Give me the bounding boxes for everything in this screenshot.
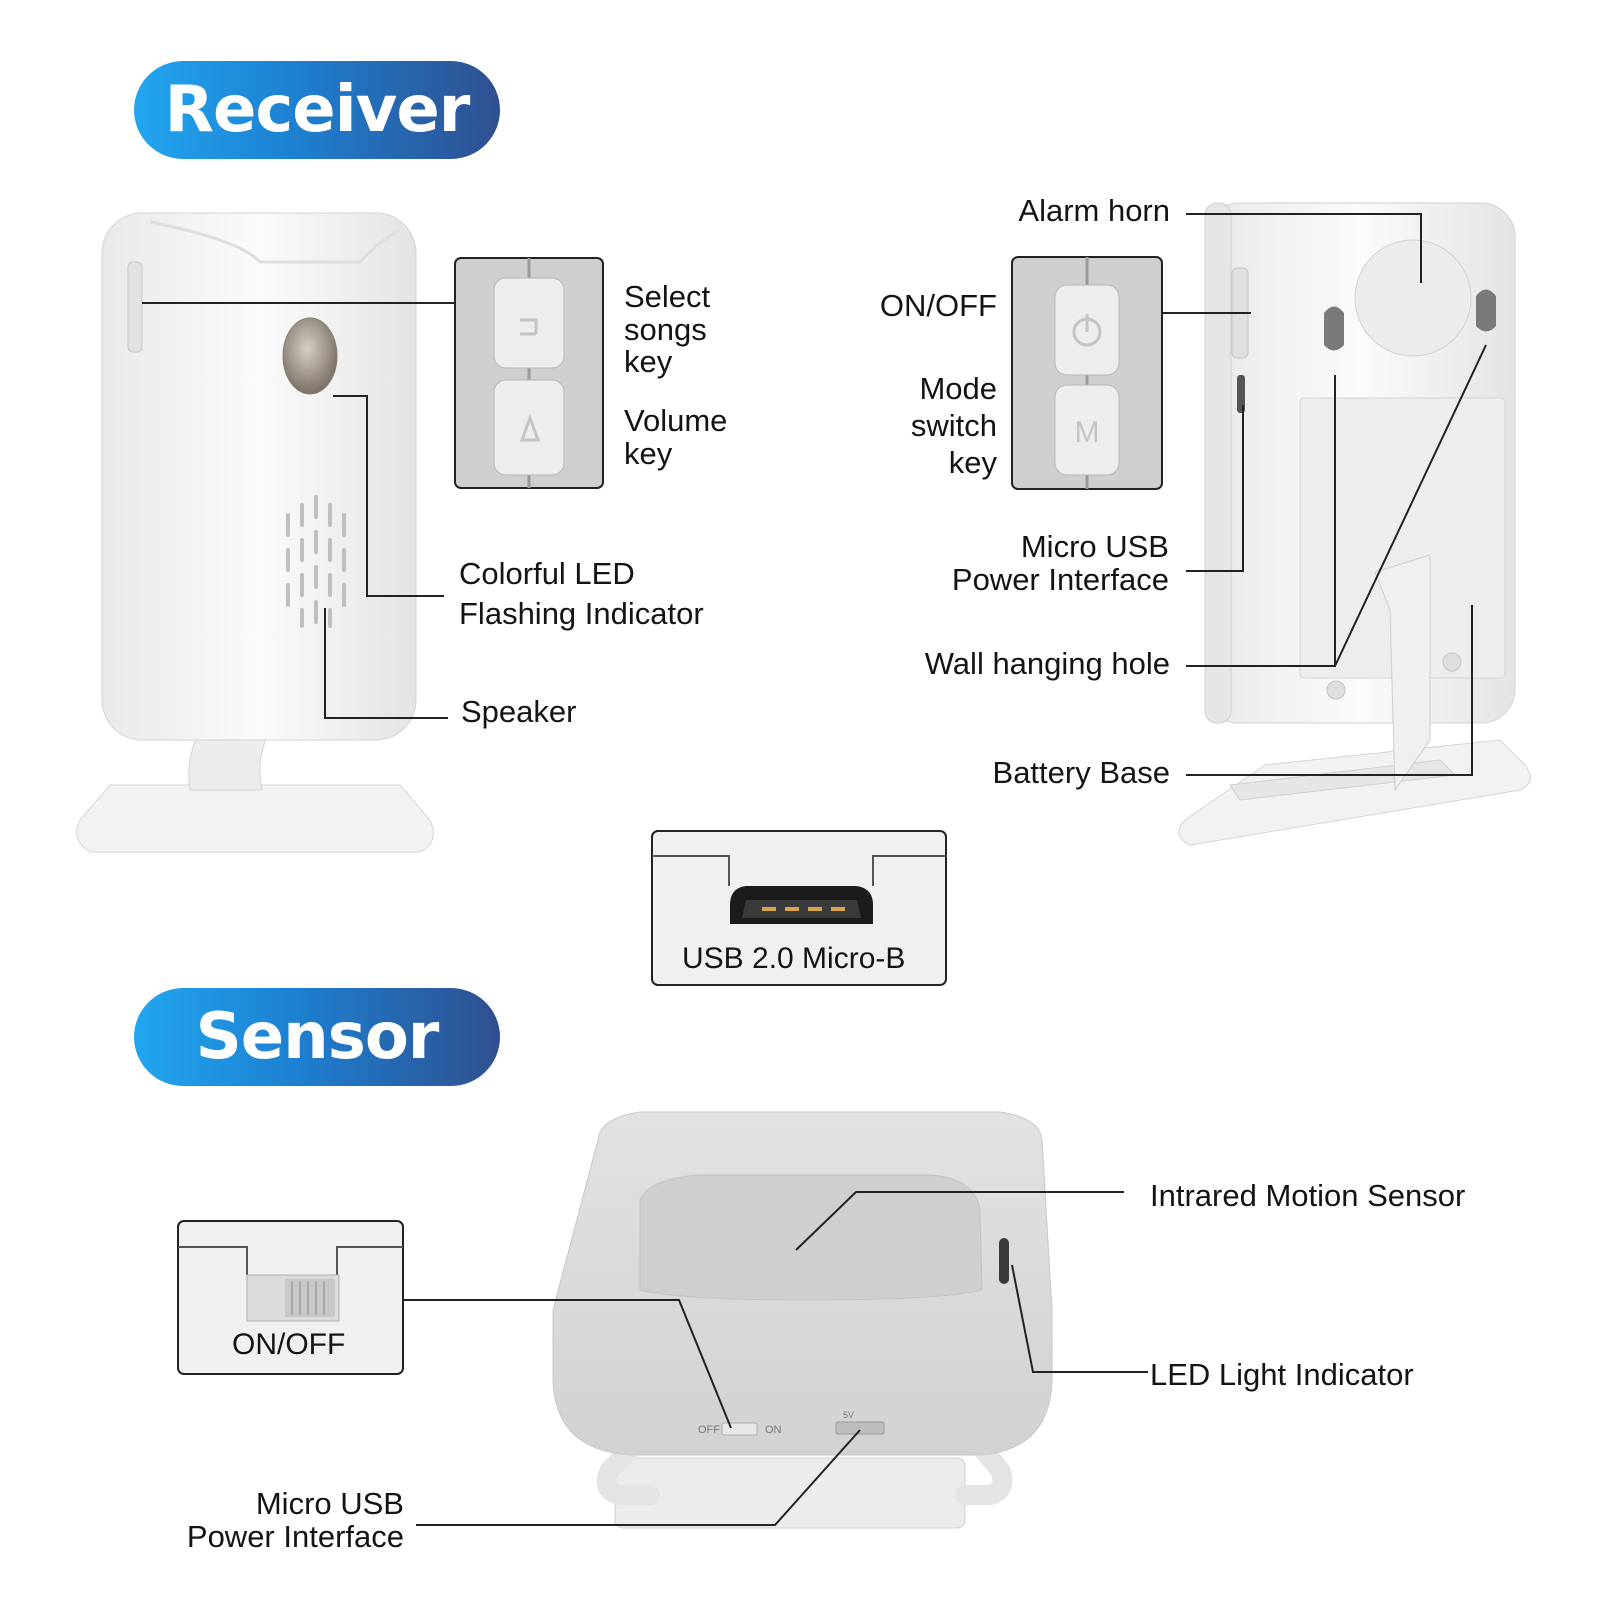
select-songs-key-label: Select songs key <box>624 279 711 380</box>
sensor-port-text: 5V <box>843 1410 854 1420</box>
sensor-on-text: ON <box>765 1424 782 1436</box>
mode-button-letter: M <box>1075 416 1100 449</box>
sensor-off-text: OFF <box>698 1424 720 1436</box>
battery-base-label: Battery Base <box>992 755 1170 790</box>
speaker-label: Speaker <box>461 694 577 729</box>
usb-inset-box <box>651 830 947 986</box>
usb-type-label: USB 2.0 Micro-B <box>682 942 906 975</box>
back-on-off-label: ON/OFF <box>879 288 997 323</box>
wall-hanging-hole-label: Wall hanging hole <box>924 646 1170 681</box>
led-light-indicator-label: LED Light Indicator <box>1150 1357 1414 1392</box>
back-buttons-inset: M <box>1011 256 1163 490</box>
mode-switch-key-label: Mode switch key <box>910 371 997 481</box>
speaker-grille <box>286 495 346 628</box>
alarm-horn-label: Alarm horn <box>1018 193 1170 228</box>
infrared-motion-sensor-label: Intrared Motion Sensor <box>1150 1178 1466 1213</box>
back-micro-usb-label: Micro USB Power Interface <box>951 529 1169 597</box>
receiver-back-device <box>1178 202 1531 846</box>
sensor-micro-usb-label: Micro USB Power Interface <box>186 1486 404 1554</box>
sensor-switch-inset <box>177 1220 404 1375</box>
volume-key-label: Volume key <box>624 403 728 471</box>
led-indicator-label: Colorful LED Flashing Indicator <box>459 556 704 632</box>
front-buttons-inset <box>454 257 604 489</box>
sensor-device: OFF ON 5V <box>552 1111 1053 1529</box>
receiver-front-device <box>76 212 434 853</box>
leader-lines <box>142 213 1487 1526</box>
sensor-on-off-label: ON/OFF <box>232 1328 346 1361</box>
sensor-section-title: Sensor <box>134 988 500 1086</box>
receiver-section-title: Receiver <box>134 61 500 159</box>
